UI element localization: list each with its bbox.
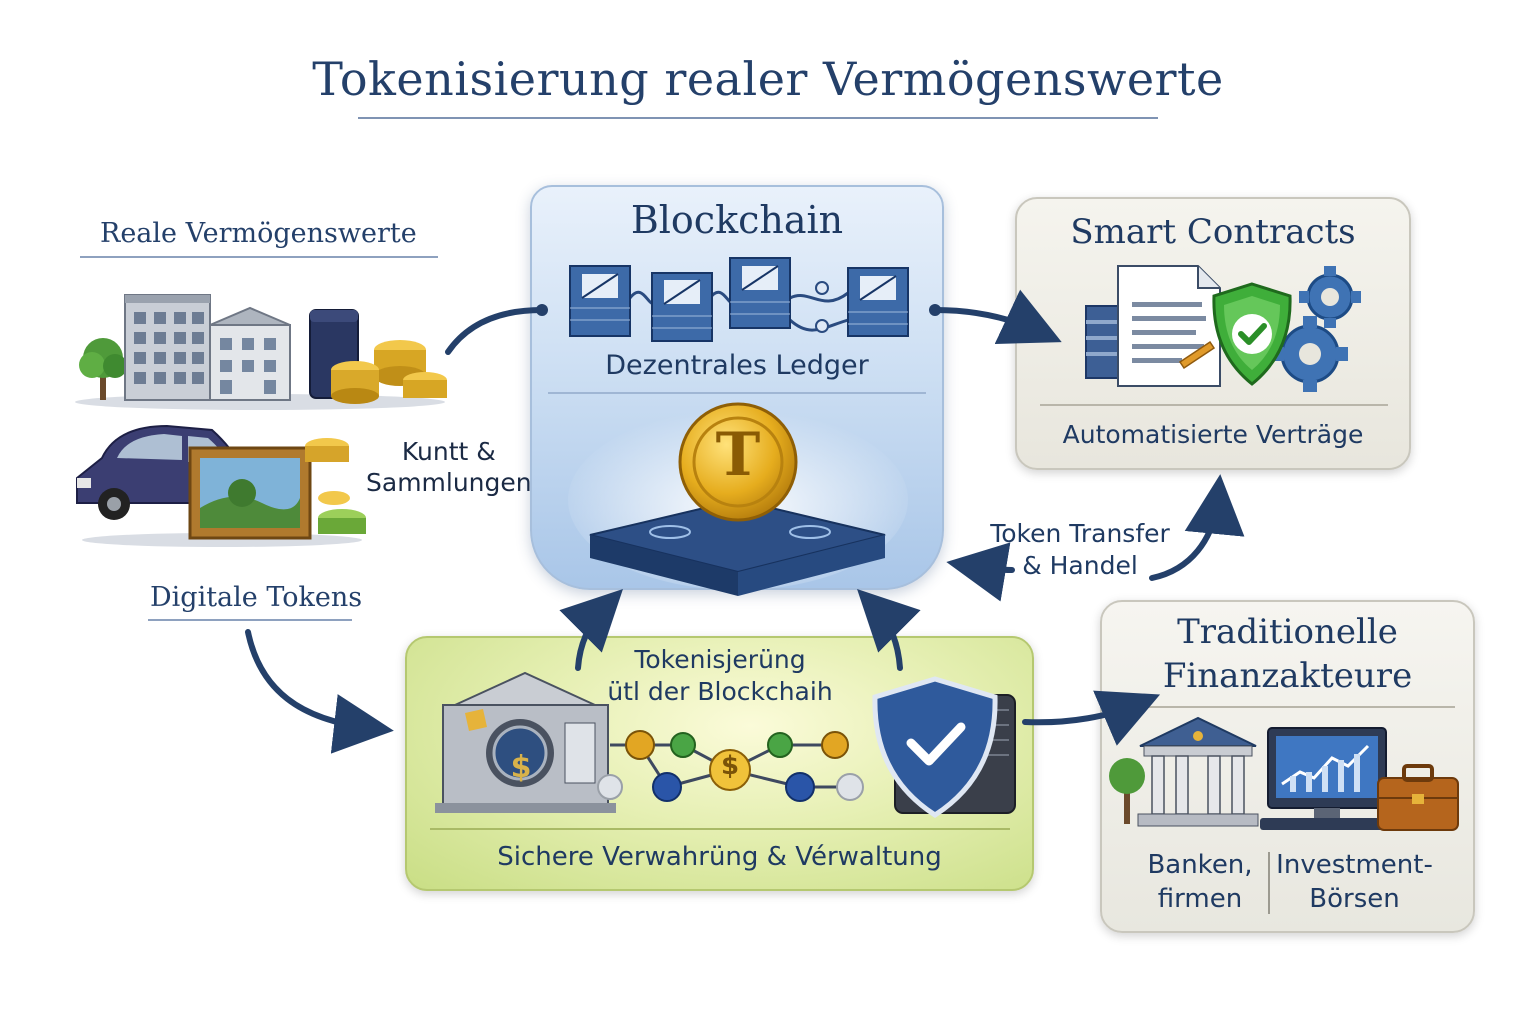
traditional-finance-illustration [1109, 716, 1459, 831]
token-node-icon [836, 773, 864, 801]
ledger-blocks-illustration [569, 257, 909, 342]
tokenization-up-right-arrow [857, 589, 921, 671]
token-node-icon [652, 772, 682, 802]
column-divider [1268, 852, 1270, 914]
token-platform-illustration [568, 402, 908, 596]
block-icon [729, 257, 791, 329]
real-assets-underline [80, 256, 438, 258]
digital-tokens-underline [148, 619, 352, 621]
tokenization-up-left-arrow [559, 589, 623, 671]
connector-dot [536, 304, 548, 316]
tokenization-illustration [435, 671, 1016, 818]
digital-tokens-label: Digitale Tokens [150, 582, 363, 613]
vault-dollar-symbol: $ [510, 750, 532, 785]
ledger-subtitle: Dezentrales Ledger [605, 350, 869, 381]
dollar-coin-symbol: $ [720, 751, 740, 781]
token-node-icon [821, 731, 849, 759]
apartment-building-icon [209, 306, 291, 401]
bank-icon [1137, 716, 1259, 827]
smart-contracts-divider [1040, 404, 1388, 406]
tokens-to-tokenization-arrow [245, 629, 394, 754]
dollar-coin-icon [709, 749, 751, 791]
token-node-icon [670, 732, 696, 758]
smart-contracts-subtitle: Automatisierte Verträge [1062, 420, 1364, 449]
page-title: Tokenisierung realer Vermögenswerte [312, 52, 1224, 106]
platform-icon [589, 498, 886, 596]
token-node-icon [597, 774, 623, 800]
block-icon [651, 272, 713, 342]
gold-bars-icon [331, 340, 447, 404]
painting-icon [188, 446, 312, 540]
tokenization-footer: Sichere Verwahrüng & Vérwaltung [497, 842, 942, 872]
smart-contracts-illustration [1085, 265, 1361, 392]
banks-label: Banken, firmen [1147, 850, 1253, 914]
token-coin-icon [678, 402, 798, 522]
document-stack-icon [1085, 265, 1221, 387]
bank-vault-icon [435, 671, 616, 813]
assets-to-blockchain-arrow [445, 307, 545, 355]
tree-icon [79, 338, 127, 400]
office-building-icon [124, 294, 211, 401]
token-node-icon [767, 732, 793, 758]
traditional-finance-title: Traditionelle Finanzakteure [1162, 612, 1413, 696]
real-estate-gold-illustration [75, 294, 447, 410]
blockchain-to-contracts-arrow [932, 289, 1062, 344]
tokenization-to-traditional-arrow [1022, 690, 1161, 746]
block-icon [569, 265, 631, 337]
art-collections-label: Kuntt & Sammlungen [366, 437, 532, 497]
block-icon [847, 267, 909, 337]
tokenization-label: Tokenisjerüng ütl der Blockchaih [607, 645, 833, 706]
blockchain-divider [548, 392, 926, 394]
real-assets-label: Reale Vermögenswerte [100, 218, 417, 249]
check-shield-icon [1212, 282, 1292, 386]
security-server-icon [872, 676, 1016, 818]
transfer-to-contracts-arrow [1149, 474, 1245, 581]
gear-icon [1299, 266, 1361, 328]
token-transfer-label: Token Transfer & Handel [990, 519, 1170, 580]
tree-icon [1109, 758, 1145, 824]
token-node-icon [625, 730, 655, 760]
art-collectibles-illustration [76, 424, 366, 547]
traditional-divider [1120, 706, 1455, 708]
blockchain-title: Blockchain [630, 198, 844, 242]
smart-contracts-title: Smart Contracts [1070, 212, 1356, 252]
transfer-to-blockchain-arrow [946, 542, 1015, 602]
exchanges-label: Investment- Börsen [1276, 850, 1433, 914]
briefcase-icon [1377, 764, 1459, 831]
title-underline [358, 117, 1158, 119]
tokenization-divider [430, 828, 1010, 830]
token-coin-letter: T [715, 420, 761, 490]
token-node-icon [785, 772, 815, 802]
connector-dot [929, 304, 941, 316]
stacked-coins-icon [305, 438, 366, 534]
trading-monitor-icon [1260, 727, 1396, 830]
